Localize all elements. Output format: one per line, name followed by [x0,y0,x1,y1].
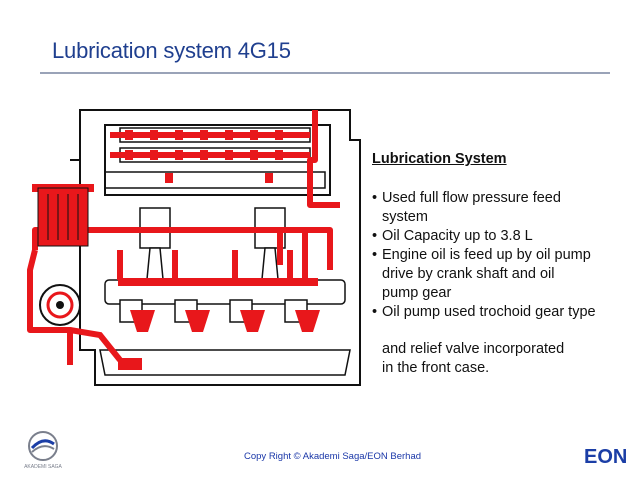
slide-title: Lubrication system 4G15 [52,38,291,63]
textbox-heading: Lubrication System [372,151,507,167]
bullet-continuation: system [382,209,428,225]
bullet-text: Engine oil is feed up by oil pump [382,247,591,263]
svg-text:AKADEMI SAGA: AKADEMI SAGA [24,464,62,470]
bullet-dot: • [372,304,378,320]
bullet-text: Oil Capacity up to 3.8 L [382,228,533,244]
spacer [372,322,632,340]
bullet-item: •Engine oil is feed up by oil pump [372,246,632,265]
bullet-item: •Used full flow pressure feed [372,189,632,208]
bullet-text: Used full flow pressure feed [382,190,561,206]
akademi-saga-logo-icon: AKADEMI SAGA [24,431,63,470]
eon-logo: EON [584,446,628,468]
bullet-dot: • [372,228,378,244]
tail-line: in the front case. [382,360,490,376]
footer-copyright: Copy Right © Akademi Saga/EON Berhad [244,451,422,462]
bullet-continuation: drive by crank shaft and oil [382,266,555,282]
bullet-item: •Oil Capacity up to 3.8 L [372,227,632,246]
engine-lubrication-diagram [27,109,361,386]
bullet-text: Oil pump used trochoid gear type [382,304,596,320]
bullet-item: •Oil pump used trochoid gear type [372,303,632,322]
title-underline [40,72,610,74]
bullet-dot: • [372,190,378,206]
lubrication-textbox: Lubrication System •Used full flow press… [372,150,632,378]
tail-line: and relief valve incorporated [382,341,565,357]
bullet-dot: • [372,247,378,263]
bullet-continuation: pump gear [382,285,452,301]
